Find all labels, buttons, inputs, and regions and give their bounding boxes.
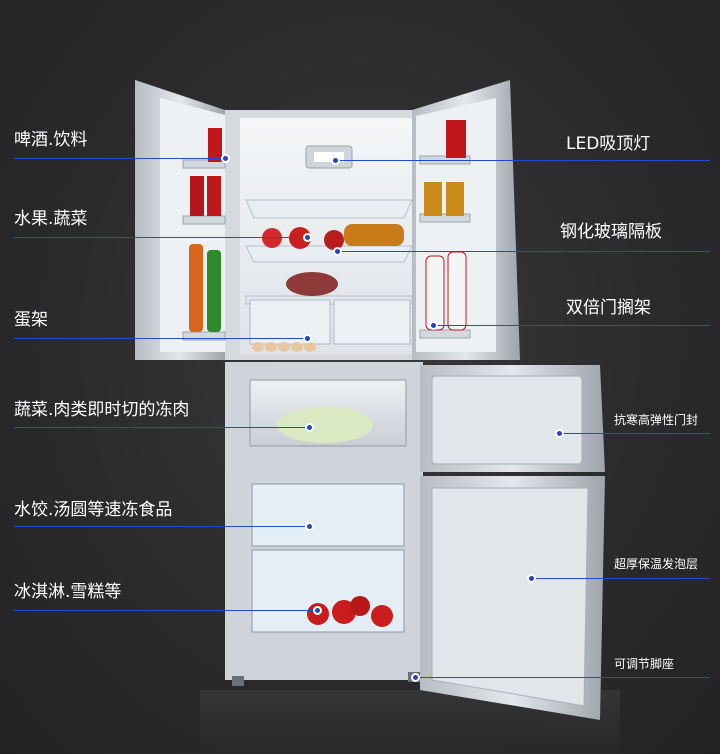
callout-label-door-rack: 双倍门搁架: [566, 298, 651, 318]
water-bottle: [425, 255, 445, 331]
callout-dot-beer: [221, 154, 230, 163]
callout-line-fruit: [14, 237, 308, 238]
right-door-rack-2: [419, 213, 471, 223]
callout-label-dumpling: 水饺.汤圆等速冻食品: [14, 500, 173, 520]
callout-line-feet: [416, 677, 710, 678]
freezer-drawer-1: [251, 483, 405, 547]
callout-dot-icecream: [313, 606, 322, 615]
cabbage: [277, 407, 373, 443]
glass-shelf-1: [245, 199, 413, 219]
callout-line-glass: [338, 251, 710, 252]
callout-line-foam: [532, 578, 710, 579]
callout-label-glass: 钢化玻璃隔板: [560, 222, 662, 242]
callout-dot-fruit: [303, 233, 312, 242]
can: [446, 182, 464, 216]
can: [446, 120, 466, 158]
callout-line-door-rack: [434, 325, 710, 326]
callout-line-beer: [14, 158, 226, 159]
can: [207, 176, 221, 216]
callout-dot-foam: [527, 574, 536, 583]
callout-line-veg-meat: [14, 427, 310, 428]
left-door-rack-1: [182, 159, 226, 169]
callout-dot-egg: [303, 334, 312, 343]
callout-line-led: [336, 160, 710, 161]
callout-line-seal: [560, 433, 710, 434]
callout-dot-veg-meat: [305, 423, 314, 432]
crisper-right: [333, 299, 411, 345]
callout-dot-glass: [333, 247, 342, 256]
callout-dot-door-rack: [429, 321, 438, 330]
callout-line-icecream: [14, 610, 318, 611]
can: [190, 176, 204, 216]
snack-bag: [344, 224, 404, 246]
callout-label-foam: 超厚保温发泡层: [614, 557, 699, 571]
right-door-rack-3: [419, 329, 471, 339]
callout-label-feet: 可调节脚座: [614, 657, 675, 671]
callout-dot-dumpling: [305, 522, 314, 531]
meat: [286, 272, 338, 296]
bottle: [189, 244, 203, 332]
callout-line-dumpling: [14, 526, 310, 527]
tomato: [350, 596, 370, 616]
tomato: [371, 605, 393, 627]
bottle: [207, 250, 221, 332]
can: [424, 182, 442, 216]
foot: [232, 676, 244, 686]
callout-label-veg-meat: 蔬菜.肉类即时切的冻肉: [14, 400, 190, 420]
callout-dot-feet: [411, 673, 420, 682]
can: [208, 128, 222, 162]
callout-label-fruit: 水果.蔬菜: [14, 209, 88, 229]
led-light-lens: [314, 152, 344, 162]
apple: [324, 230, 344, 250]
left-door-rack-2: [182, 215, 226, 225]
callout-line-egg: [14, 338, 308, 339]
apple: [262, 228, 282, 248]
callout-label-egg: 蛋架: [14, 310, 48, 330]
water-bottle: [447, 251, 467, 331]
callout-label-icecream: 冰淇淋.雪糕等: [14, 582, 122, 602]
callout-label-seal: 抗寒高弹性门封: [614, 413, 699, 427]
callout-dot-seal: [555, 429, 564, 438]
left-door-rack-3: [182, 331, 226, 341]
eggs: [252, 342, 316, 352]
callout-label-led: LED吸顶灯: [566, 134, 651, 154]
apple: [289, 227, 311, 249]
callout-dot-led: [331, 156, 340, 165]
crisper-left: [249, 299, 331, 345]
freezer-door-inner: [431, 487, 589, 707]
middle-door-inner: [431, 375, 583, 465]
callout-label-beer: 啤酒.饮料: [14, 130, 88, 150]
